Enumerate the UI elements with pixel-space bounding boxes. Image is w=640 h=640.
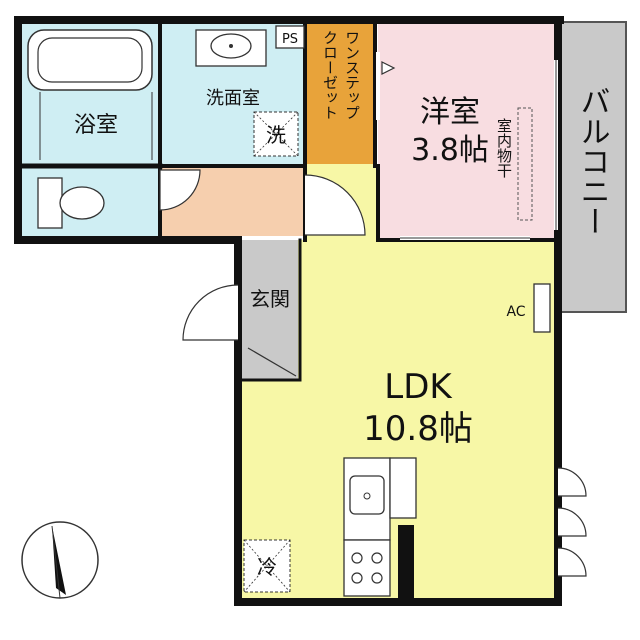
western-room-name: 洋室 bbox=[420, 95, 480, 130]
western-room-area bbox=[378, 24, 558, 240]
washer-label: 洗 bbox=[266, 123, 286, 147]
closet-label-line2: クローゼット bbox=[321, 30, 339, 120]
western-room-size: 3.8帖 bbox=[411, 133, 489, 168]
kitchen-counter bbox=[343, 457, 417, 600]
closet-label-line1: ワンステップ bbox=[343, 30, 361, 120]
fridge-space bbox=[243, 539, 291, 593]
ldk-size: 10.8帖 bbox=[363, 409, 473, 449]
indoor-drying-rail bbox=[517, 107, 533, 221]
indoor-drying-label: 室内物干 bbox=[495, 118, 513, 178]
balcony-label: バルコニー bbox=[575, 86, 610, 236]
fridge-label: 冷 bbox=[257, 555, 277, 579]
washroom-label: 洗面室 bbox=[206, 88, 260, 109]
ps-box bbox=[275, 25, 305, 49]
balcony-area bbox=[557, 21, 627, 313]
ps-label: PS bbox=[282, 32, 298, 47]
toilet-icon bbox=[37, 177, 105, 229]
washer-space bbox=[253, 111, 299, 157]
ldk-area bbox=[238, 164, 558, 600]
entrance-label: 玄関 bbox=[250, 287, 290, 311]
ldk-name: LDK bbox=[384, 367, 453, 407]
bathtub-icon bbox=[27, 29, 153, 160]
doors bbox=[159, 52, 587, 577]
ac-label: AC bbox=[506, 304, 525, 320]
entrance-area bbox=[238, 240, 298, 380]
stove-icon bbox=[351, 552, 383, 584]
kitchen-sink-icon bbox=[349, 475, 385, 515]
closet-area bbox=[305, 24, 375, 164]
ac-unit bbox=[533, 283, 551, 333]
bath-label: 浴室 bbox=[74, 113, 118, 138]
washbasin-icon bbox=[195, 29, 267, 67]
north-arrow-icon bbox=[21, 521, 99, 599]
